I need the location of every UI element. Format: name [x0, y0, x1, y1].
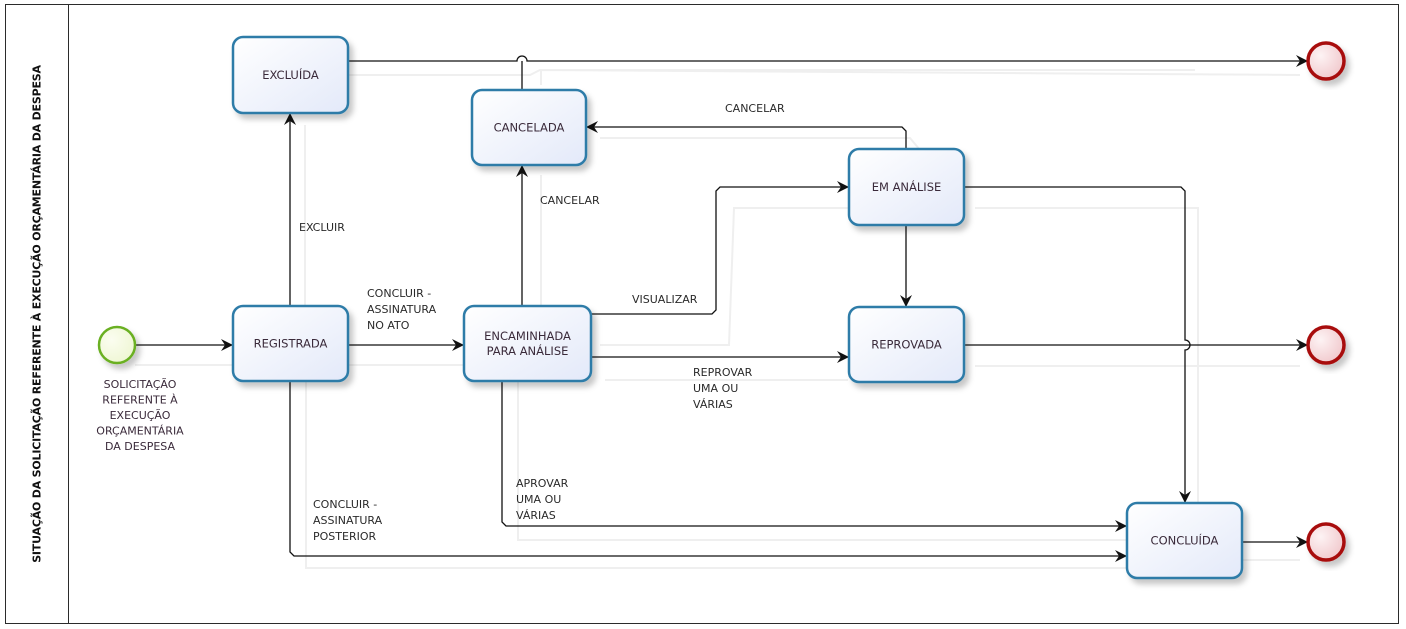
sequence-flows — [135, 55, 1308, 562]
task-box[interactable] — [470, 88, 588, 167]
task-label: PARA ANÁLISE — [487, 343, 569, 358]
flow-cancelar-analise[interactable] — [586, 121, 907, 149]
flow-label-line: ASSINATURA — [367, 303, 437, 316]
task-label: EM ANÁLISE — [872, 179, 942, 194]
flow-label-line: UMA OU — [693, 382, 738, 395]
flow-label-line: ASSINATURA — [313, 514, 383, 527]
task-excluida[interactable]: EXCLUÍDA — [231, 35, 350, 115]
task-box[interactable] — [847, 147, 966, 227]
task-box[interactable] — [847, 305, 966, 384]
task-label: REPROVADA — [871, 338, 942, 352]
task-box[interactable] — [1125, 501, 1244, 580]
ghost-flow — [975, 207, 1199, 502]
pool — [5, 4, 1399, 624]
flow-concluir-posterior[interactable] — [289, 381, 1127, 562]
flow-excluida-end[interactable] — [348, 55, 1308, 67]
ghost-flow-shadows — [135, 68, 1301, 569]
task-label: CANCELADA — [494, 121, 565, 135]
flow-label-line: CANCELAR — [725, 102, 785, 115]
start-event[interactable]: SOLICITAÇÃO REFERENTE À EXECUÇÃO ORÇAMENTÁR… — [96, 325, 184, 453]
flow-label-line: POSTERIOR — [313, 530, 376, 543]
flow-label-line: VÁRIAS — [693, 398, 733, 411]
end-concluida-event[interactable] — [1306, 522, 1346, 562]
start-event-label: ORÇAMENTÁRIA — [96, 425, 184, 438]
task-label: EXCLUÍDA — [262, 67, 319, 82]
flow-label-line: REPROVAR — [693, 366, 753, 379]
flow-label-line: CONCLUIR - — [313, 498, 377, 511]
end-excluida-event[interactable] — [1306, 41, 1346, 81]
task-label: ENCAMINHADA — [484, 329, 571, 343]
task-em-analise[interactable]: EM ANÁLISE — [847, 147, 966, 227]
flow-label-concluir-ato: CONCLUIR - ASSINATURA NO ATO — [367, 287, 437, 332]
start-event-label: DA DESPESA — [105, 440, 175, 453]
lane-header — [5, 4, 69, 624]
flow-label-line: EXCLUIR — [299, 221, 345, 234]
flow-label-visualizar: VISUALIZAR — [632, 293, 698, 306]
task-label: REGISTRADA — [254, 337, 328, 351]
flow-label-line: CONCLUIR - — [367, 287, 431, 300]
task-registrada[interactable]: REGISTRADA — [231, 304, 350, 383]
flow-label-line: VÁRIAS — [516, 509, 556, 522]
flow-label-line: APROVAR — [516, 477, 569, 490]
flow-aprovar[interactable] — [501, 381, 1127, 532]
ghost-flow — [540, 69, 1195, 85]
end-reprovada-event[interactable] — [1306, 325, 1346, 365]
task-box[interactable] — [231, 35, 350, 115]
flow-label-cancelar-encaminhada: CANCELAR — [540, 194, 600, 207]
flow-label-cancelar-analise: CANCELAR — [725, 102, 785, 115]
ghost-flow — [348, 68, 1301, 76]
flow-label-concluir-posterior: CONCLUIR - ASSINATURA POSTERIOR — [313, 498, 383, 543]
flow-label-aprovar: APROVAR UMA OU VÁRIAS — [516, 477, 569, 522]
task-concluida[interactable]: CONCLUÍDA — [1125, 501, 1244, 580]
task-label: CONCLUÍDA — [1151, 533, 1219, 548]
task-box[interactable] — [231, 304, 350, 383]
ghost-flow — [517, 382, 1126, 541]
flow-label-line: NO ATO — [367, 319, 410, 332]
task-cancelada[interactable]: CANCELADA — [470, 88, 588, 167]
start-event-label: REFERENTE À — [102, 394, 178, 407]
flow-analise-concluida[interactable] — [964, 186, 1191, 503]
start-event-circle[interactable] — [97, 325, 137, 365]
flow-label-line: CANCELAR — [540, 194, 600, 207]
ghost-flow — [600, 137, 921, 151]
ghost-flow — [305, 382, 1126, 569]
start-event-label: SOLICITAÇÃO — [104, 378, 177, 391]
flow-label-excluir: EXCLUIR — [299, 221, 345, 234]
flow-label-line: VISUALIZAR — [632, 293, 698, 306]
flow-label-line: UMA OU — [516, 493, 561, 506]
ghost-flow — [600, 207, 848, 346]
start-event-label: EXECUÇÃO — [110, 409, 171, 422]
flow-visualizar[interactable] — [591, 181, 849, 315]
task-reprovada[interactable]: REPROVADA — [847, 305, 966, 384]
flow-label-reprovar: REPROVAR UMA OU VÁRIAS — [693, 366, 753, 411]
task-box[interactable] — [462, 304, 593, 383]
